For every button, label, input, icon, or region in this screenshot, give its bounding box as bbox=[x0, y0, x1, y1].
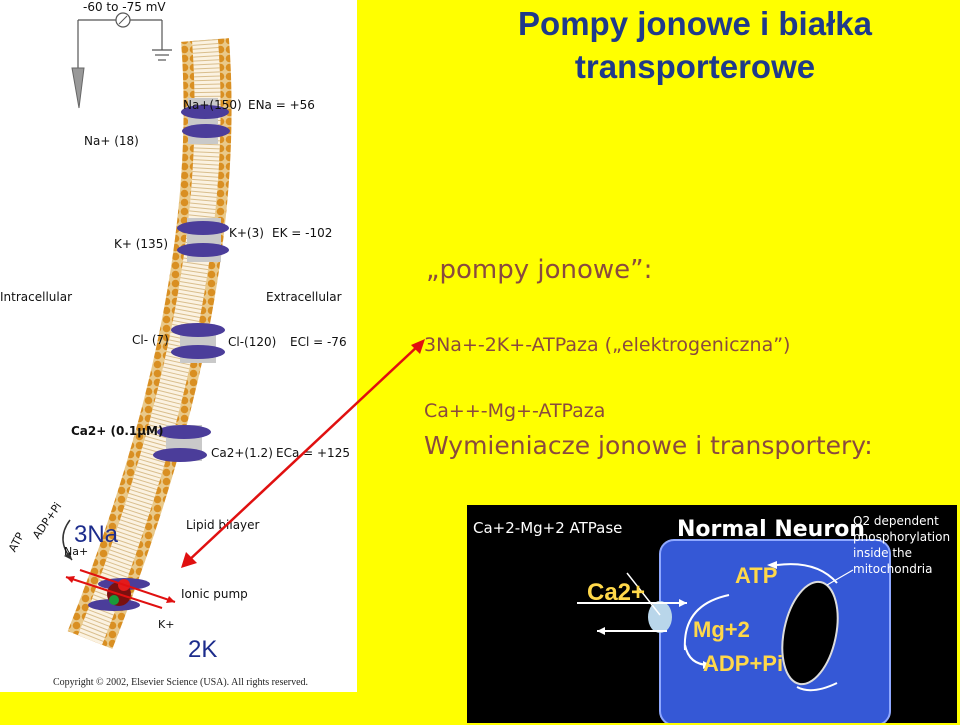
lipid-bilayer-label: Lipid bilayer bbox=[186, 518, 260, 532]
na-channel bbox=[181, 98, 230, 144]
copyright: Copyright © 2002, Elsevier Science (USA)… bbox=[53, 677, 309, 688]
atpase-label: Ca+2-Mg+2 ATPase bbox=[473, 519, 623, 537]
e-k-label: EK = -102 bbox=[272, 226, 333, 240]
membrane-figure: -60 to -75 mV Na+(150) ENa = +56 Na+ (18… bbox=[0, 0, 357, 692]
exchangers-heading: Wymieniacze jonowe i transportery: bbox=[424, 431, 873, 460]
neuron-panel: Ca+2-Mg+2 ATPase Normal Neuron O2 depend… bbox=[467, 505, 957, 723]
e-na-label: ENa = +56 bbox=[248, 98, 315, 112]
ca-in-label: Ca2+ (0.1μM) bbox=[71, 424, 164, 438]
na-out-label: Na+(150) bbox=[183, 98, 242, 112]
ca-label: Ca2+ bbox=[587, 579, 646, 606]
cl-out-label: Cl-(120) bbox=[228, 335, 277, 349]
mitochondria-icon bbox=[781, 580, 839, 686]
pump-na-k: 3Na+-2K+-ATPaza („elektrogeniczna”) bbox=[424, 334, 791, 356]
adp-neuron-label: ADP+Pi bbox=[703, 651, 784, 676]
pump-icon bbox=[648, 601, 672, 633]
neuron-drawing bbox=[577, 539, 891, 723]
intracellular-label: Intracellular bbox=[0, 290, 73, 304]
k-in-label: K+ (135) bbox=[114, 237, 169, 251]
two-k-label: 2K bbox=[188, 636, 218, 663]
na-in-label: Na+ (18) bbox=[84, 134, 139, 148]
cl-in-label: Cl- (7) bbox=[132, 333, 169, 347]
ionic-pump-label: Ionic pump bbox=[181, 587, 248, 601]
pumps-heading: „pompy jonowe”: bbox=[426, 255, 653, 285]
ca-out-label: Ca2+(1.2) bbox=[211, 446, 273, 460]
three-na-label: 3Na bbox=[74, 521, 119, 548]
pump-ca-mg: Ca++-Mg+-ATPaza bbox=[424, 400, 606, 422]
na-small-label: Na+ bbox=[64, 545, 89, 558]
ionic-pump bbox=[65, 569, 176, 611]
k-small-label: K+ bbox=[158, 618, 175, 631]
e-ca-label: ECa = +125 bbox=[276, 446, 350, 460]
voltmeter bbox=[71, 12, 172, 109]
k-channel bbox=[177, 218, 229, 262]
slide-title: Pompy jonowe i białka transporterowe bbox=[518, 5, 872, 85]
e-cl-label: ECl = -76 bbox=[290, 335, 347, 349]
extracellular-label: Extracellular bbox=[266, 290, 342, 304]
mg-label: Mg+2 bbox=[693, 617, 750, 642]
neuron-title: Normal Neuron bbox=[677, 517, 865, 542]
mitochondria-note: O2 dependent phosphorylation inside the … bbox=[853, 514, 951, 576]
k-out-label: K+(3) bbox=[229, 226, 264, 240]
electrode-icon bbox=[71, 67, 85, 109]
atp-neuron-label: ATP bbox=[735, 563, 778, 588]
voltage-label: -60 to -75 mV bbox=[83, 0, 166, 14]
